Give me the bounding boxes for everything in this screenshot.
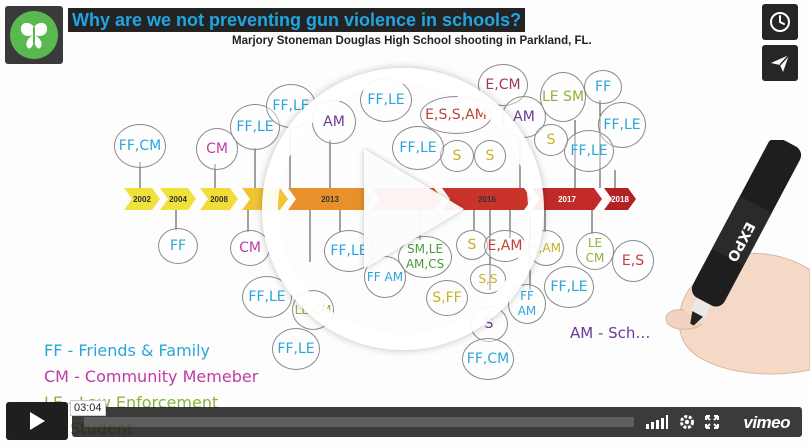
info-bubble: CM [230,230,270,266]
info-bubble: FF,CM [462,338,514,380]
bubble-text: FF,CM [118,137,162,154]
bubble-text: FF,LE [550,278,588,295]
info-bubble: FF AM [508,284,546,324]
bubble-text: FF [169,237,187,254]
info-bubble: FF,LE [272,328,320,370]
clock-icon [770,12,790,32]
big-play-button[interactable] [262,68,544,350]
timeline-year: 2008 [210,194,228,204]
bubble-text: E,CM [485,76,521,93]
butterfly-logo-icon [10,11,58,59]
bubble-text: AM [513,108,535,125]
bubble-text: S [484,315,494,332]
bubble-text: FF,LE [570,142,608,159]
timeline-year: 2017 [558,194,576,204]
info-bubble: FF [584,70,622,104]
timeline-segment: 2017 [532,188,602,210]
am-legend-label: AM - Sch… [570,324,651,342]
bubble-text: CM [239,239,261,256]
bubble-text: E,S [621,252,645,269]
bubble-text: FF,LE [236,118,274,135]
bubble-text: FF,LE [248,288,286,305]
info-bubble: E,S [612,240,654,282]
bubble-text: FF,LE [603,116,641,133]
channel-logo[interactable] [5,6,63,64]
subtitle-line-2: Marjory Stoneman Douglas High School sho… [232,35,592,47]
bubble-text: LE SM [541,88,585,105]
timecode: 03:04 [70,400,106,416]
info-bubble: FF,LE [230,104,280,150]
timeline-segment: 2002 [124,188,160,210]
info-bubble: FF,CM [114,124,166,168]
play-icon [364,149,464,269]
bubble-text: CM [206,140,228,157]
progress-track[interactable] [84,417,634,427]
timeline-segment: 2018 [604,188,636,210]
video-title[interactable]: Why are we not preventing gun violence i… [68,8,526,32]
play-icon [30,412,45,430]
bubble-text: FF [594,78,612,95]
progress-bar-container: vimeo [72,407,802,437]
bubble-text: FF,LE [272,97,310,114]
info-bubble: CM [196,128,238,170]
bubble-text: FF,LE [277,340,315,357]
info-bubble: FF,LE [564,130,614,172]
timeline-segment: 2004 [160,188,196,210]
play-button[interactable] [6,402,68,440]
share-button[interactable] [762,45,798,81]
timeline-year: 2002 [133,194,151,204]
bubble-text: LE CM [585,236,605,265]
vimeo-logo[interactable]: vimeo [743,413,790,432]
info-bubble: LE CM [576,232,614,270]
watch-later-button[interactable] [762,4,798,40]
bubble-text: FF,CM [466,350,510,367]
legend-item: CM - Community Memeber [44,367,259,386]
timeline-year: 2018 [611,194,629,204]
bubble-text: S [546,131,556,148]
info-bubble: FF,LE [544,266,594,308]
legend-item: FF - Friends & Family [44,341,211,360]
info-bubble: FF [158,228,198,264]
gear-icon[interactable] [678,413,696,431]
info-bubble: FF,LE [242,276,292,318]
volume-bars-icon[interactable] [646,413,668,431]
info-bubble: LE SM [540,72,586,122]
hand-with-marker-illustration: EXPO [665,140,810,375]
paper-plane-icon [771,54,790,72]
fullscreen-icon[interactable] [704,413,720,431]
info-bubble: S [534,124,568,156]
bubble-text: FF AM [517,289,537,318]
timeline-segment: 2008 [200,188,238,210]
control-bar: vimeo [0,398,810,446]
timeline-year: 2004 [169,194,187,204]
